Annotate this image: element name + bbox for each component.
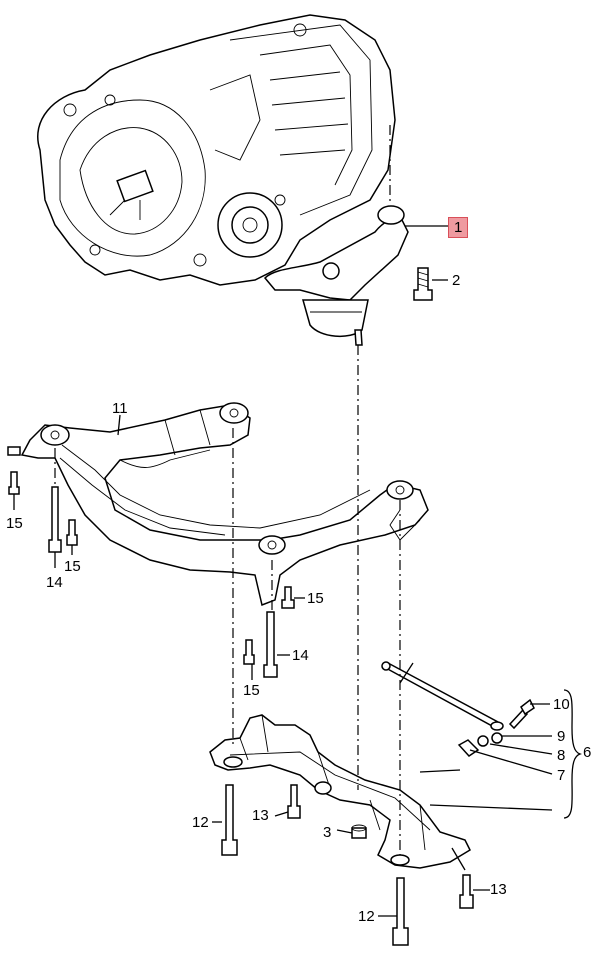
callout-8[interactable]: 8 [557, 747, 566, 764]
callout-7[interactable]: 7 [557, 767, 566, 784]
bolt-15-left-b [66, 519, 78, 546]
nut-3 [351, 824, 367, 839]
brace-group-6 [563, 689, 582, 819]
callout-15-left-b[interactable]: 15 [64, 558, 81, 575]
bolt-14-center [263, 611, 278, 678]
callout-14-left[interactable]: 14 [46, 574, 63, 591]
transmission-mount [263, 205, 409, 346]
bolt-12-left [221, 784, 238, 856]
callout-12-right[interactable]: 12 [358, 908, 375, 925]
alignment-lines [54, 125, 401, 855]
callout-3[interactable]: 3 [323, 824, 332, 841]
callout-1[interactable]: 1 [448, 217, 469, 238]
bolt-14-left [48, 486, 62, 553]
bolt-part-2 [413, 267, 433, 301]
callout-9[interactable]: 9 [557, 728, 566, 745]
bolt-15-left-a [8, 471, 20, 495]
callout-15-center[interactable]: 15 [307, 590, 324, 607]
bolt-12-right [392, 877, 409, 946]
callout-14-center[interactable]: 14 [292, 647, 309, 664]
bolt-15-center-lower [243, 639, 255, 665]
bolt-13-left [287, 784, 301, 819]
stabilizer-rod [381, 661, 535, 757]
subframe [7, 402, 429, 607]
callout-6[interactable]: 6 [583, 744, 592, 761]
bolt-15-center [281, 586, 295, 609]
callout-15-lower[interactable]: 15 [243, 682, 260, 699]
lower-crossmember [209, 714, 471, 869]
callout-11[interactable]: 11 [112, 400, 128, 417]
leader-lines [13, 225, 553, 917]
callout-15-left-a[interactable]: 15 [6, 515, 23, 532]
bolt-13-right [459, 874, 474, 909]
callout-2[interactable]: 2 [452, 272, 461, 289]
gearbox-housing [37, 14, 396, 286]
callout-13-left[interactable]: 13 [252, 807, 269, 824]
callout-12-left[interactable]: 12 [192, 814, 209, 831]
callout-13-right[interactable]: 13 [490, 881, 507, 898]
callout-10[interactable]: 10 [553, 696, 570, 713]
